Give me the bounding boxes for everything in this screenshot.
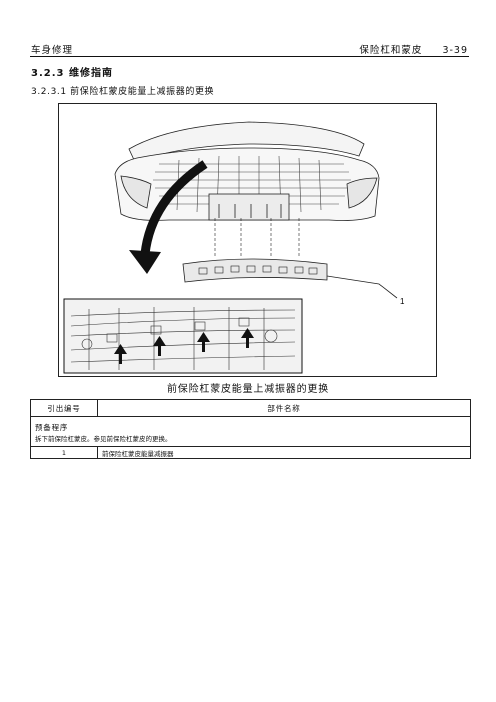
callout-label: 1 [400,297,405,306]
header-left-title: 车身修理 [31,45,74,56]
header-rule [30,56,469,57]
page-number: 3-39 [442,45,468,56]
header-right: 保险杠和蒙皮 3-39 [359,42,468,56]
prep-text: 拆下前保险杠蒙皮。参见前保险杠蒙皮的更换。 [35,435,172,443]
bumper-illustration: 1 [63,121,405,374]
section-subheading: 3.2.3.1 前保险杠蒙皮能量上减振器的更换 [31,87,215,97]
table-row: 1 前保险杠蒙皮能量减振器 [30,446,471,459]
figure-caption: 前保险杠蒙皮能量上减振器的更换 [167,384,329,395]
prep-cell: 预备程序 拆下前保险杠蒙皮。参见前保险杠蒙皮的更换。 [30,416,471,447]
parts-table: 引出编号 部件名称 预备程序 拆下前保险杠蒙皮。参见前保险杠蒙皮的更换。 1 前… [30,399,471,459]
table-prep-row: 预备程序 拆下前保险杠蒙皮。参见前保险杠蒙皮的更换。 [30,416,471,447]
col-name-header: 部件名称 [97,399,471,417]
row-callout: 1 [30,446,98,459]
figure-box: 1 [58,103,437,377]
table-header-row: 引出编号 部件名称 [30,399,471,417]
header-section-title: 保险杠和蒙皮 [359,45,423,56]
col-callout-header: 引出编号 [30,399,98,417]
prep-title: 预备程序 [35,423,69,432]
row-part-name: 前保险杠蒙皮能量减振器 [97,446,471,459]
section-heading: 3.2.3 维修指南 [31,68,113,79]
